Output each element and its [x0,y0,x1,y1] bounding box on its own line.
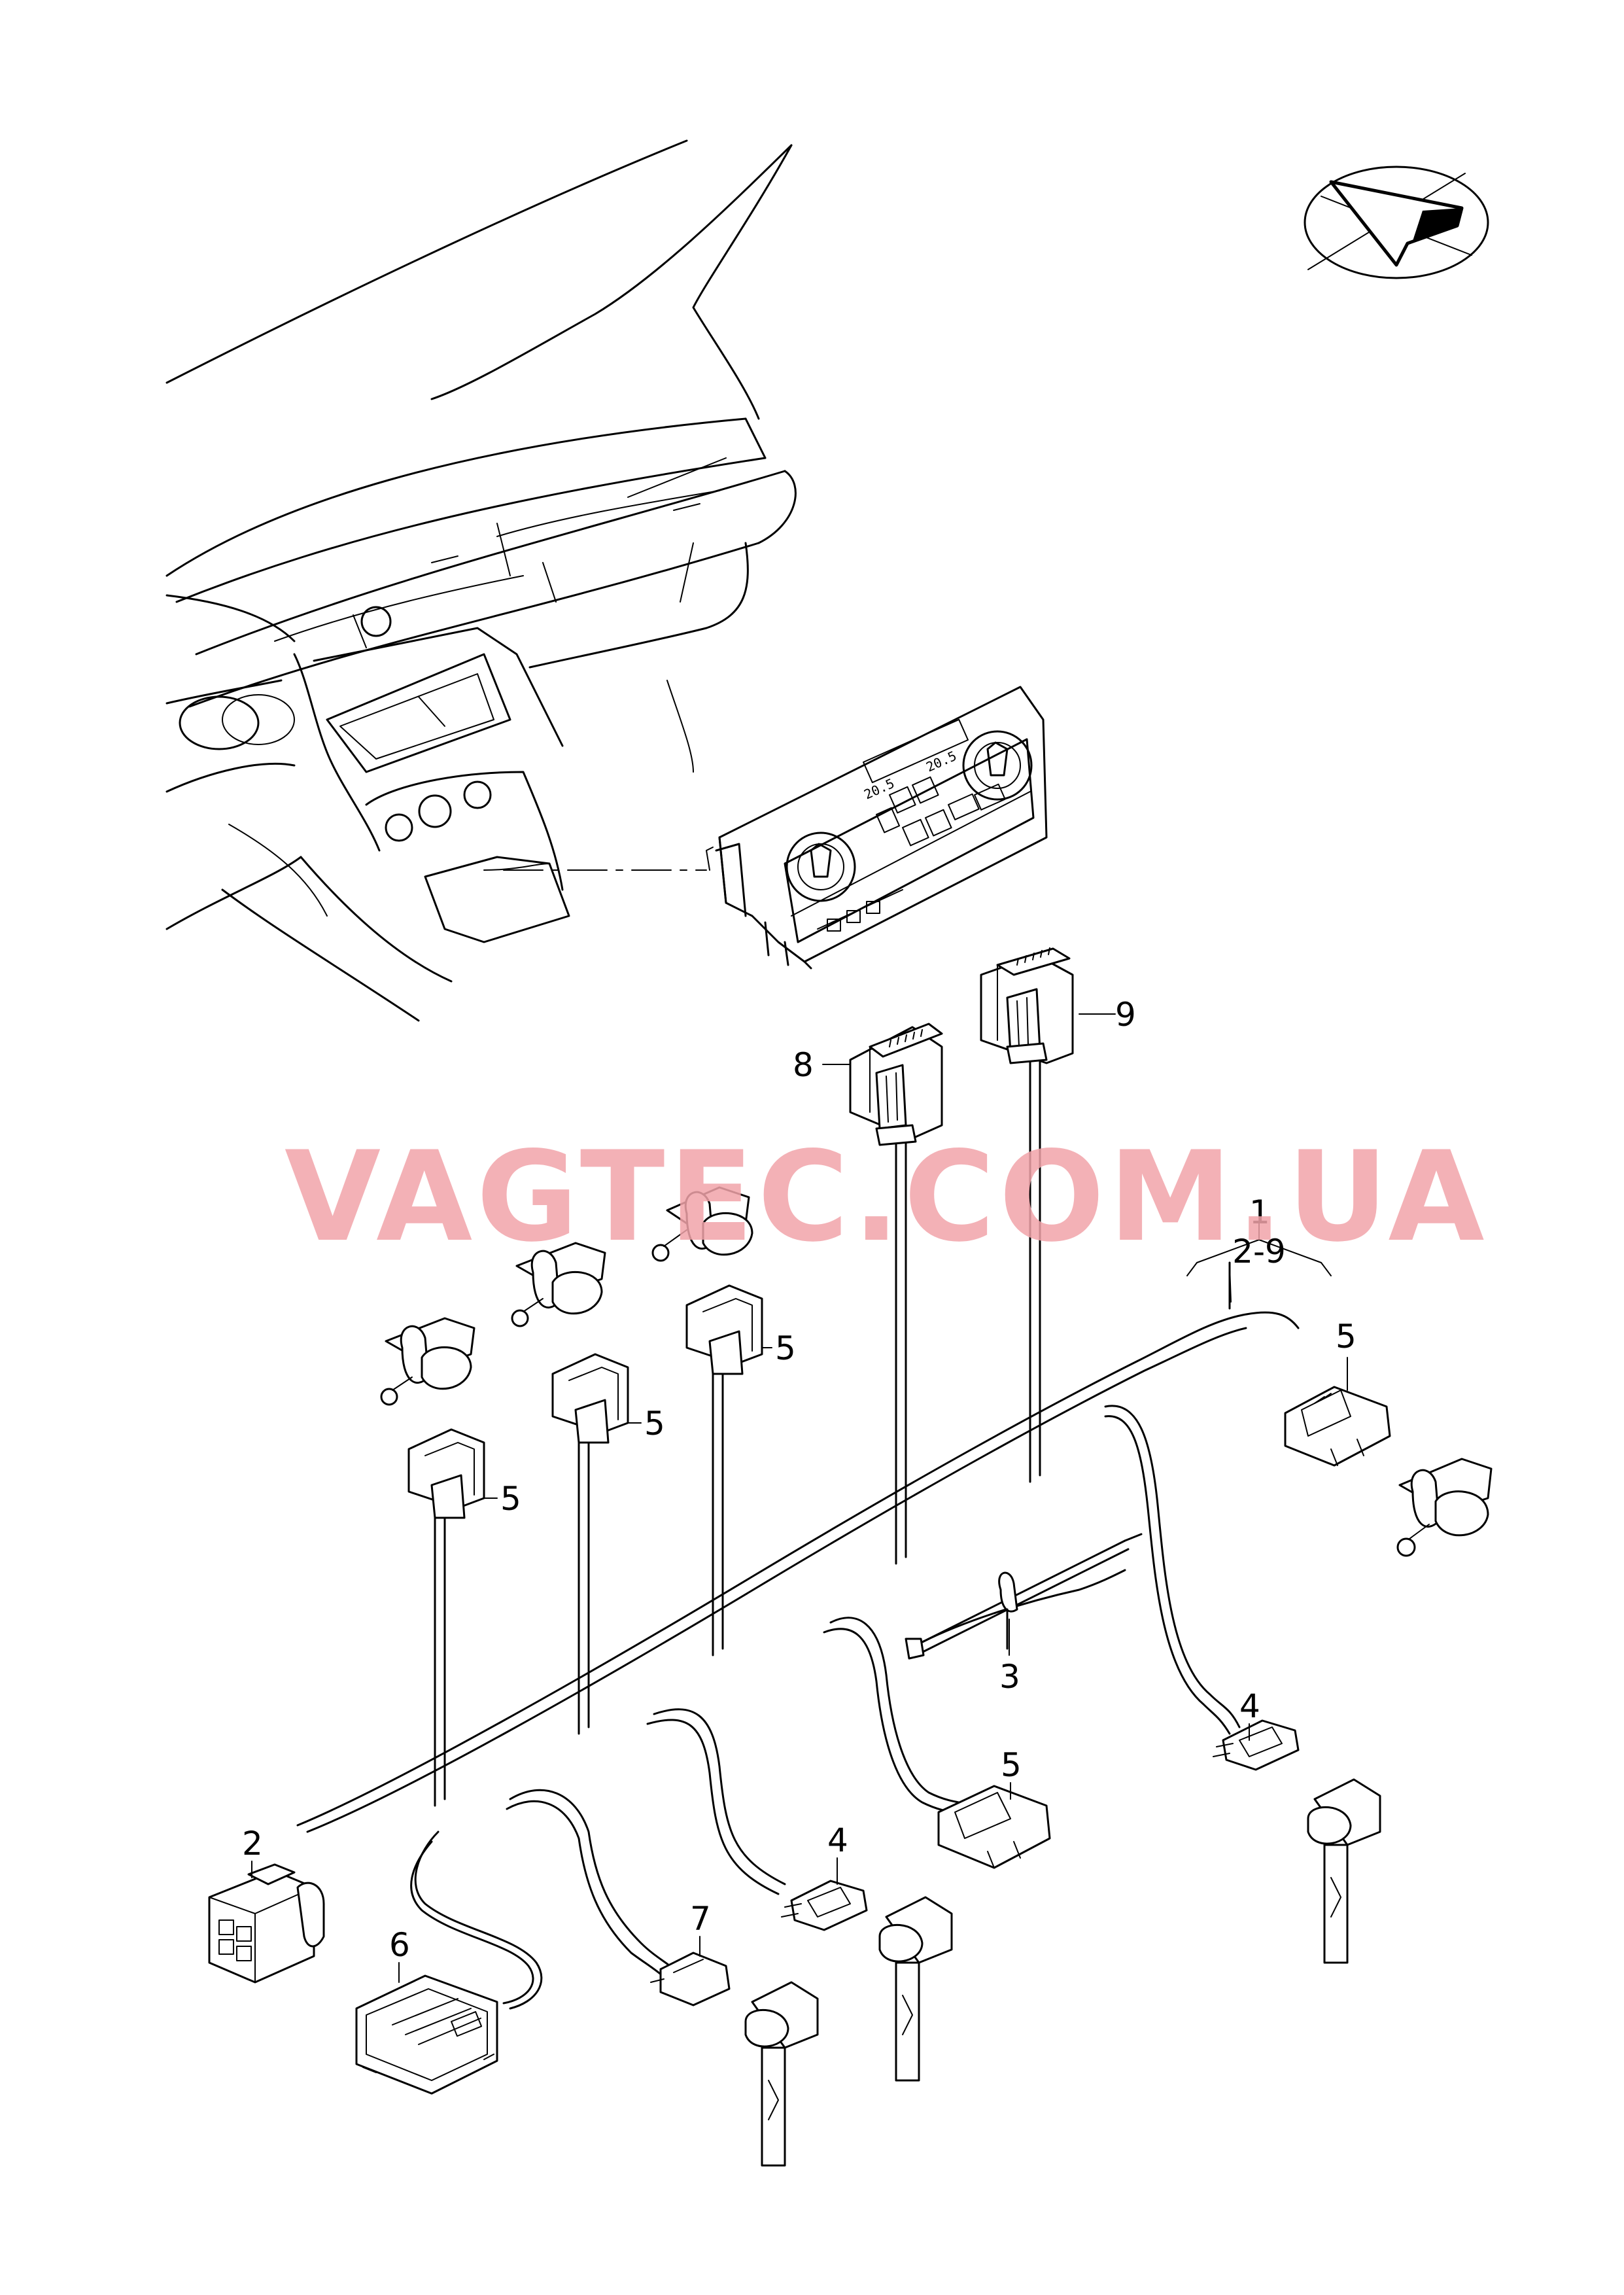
temperature-sensor-center [878,1896,953,2082]
callout-5-mid: 5 [644,1405,665,1443]
temperature-sensor-right [1307,1778,1381,1964]
cable-tie [905,1533,1143,1660]
callout-5-upper: 5 [775,1329,796,1367]
temperature-sensor-left [744,1981,819,2167]
connector-7 [650,1952,731,2006]
callout-5-bottom: 5 [1001,1746,1022,1784]
callout-2: 2 [242,1825,263,1863]
connector-5-upper [685,1284,763,1375]
callout-8: 8 [793,1046,814,1084]
connector-9 [980,947,1074,1064]
connector-2 [208,1863,325,1984]
actuator-motor-2 [511,1242,606,1327]
connector-5-mid [551,1353,629,1444]
actuator-motor-1 [651,1186,753,1262]
callout-6: 6 [389,1926,410,1964]
callout-5-right: 5 [1336,1318,1356,1356]
callout-7: 7 [690,1900,711,1938]
connector-8 [849,1023,943,1146]
callout-labels: 1 2-9 9 8 5 5 5 5 3 4 5 4 7 2 6 [242,996,1356,1964]
watermark-text: VAGTEC.COM.UA [285,1125,1489,1269]
forward-arrow-icon [1304,166,1489,279]
connector-5-bottom [937,1785,1051,1869]
callout-3: 3 [999,1658,1020,1696]
climate-control-unit: 20.5 20.5 [706,686,1048,970]
callout-5-left: 5 [500,1480,521,1518]
dashboard-illustration [165,139,797,1022]
connector-5-left [407,1428,485,1519]
callout-1-range: 2-9 [1232,1233,1286,1270]
callout-9: 9 [1115,996,1136,1034]
connector-4-right [1213,1719,1300,1771]
callout-1: 1 [1249,1193,1270,1231]
actuator-motor-3 [380,1317,475,1406]
callout-leaders [251,1013,1348,1983]
callout-4-center: 4 [827,1821,848,1859]
actuator-motor-4 [1396,1458,1493,1557]
connector-5-right [1284,1386,1391,1467]
connector-4-center [781,1880,868,1931]
wiring-harness [296,1059,1300,2010]
callout-4-right: 4 [1239,1687,1260,1725]
connector-6 [355,1974,498,2095]
